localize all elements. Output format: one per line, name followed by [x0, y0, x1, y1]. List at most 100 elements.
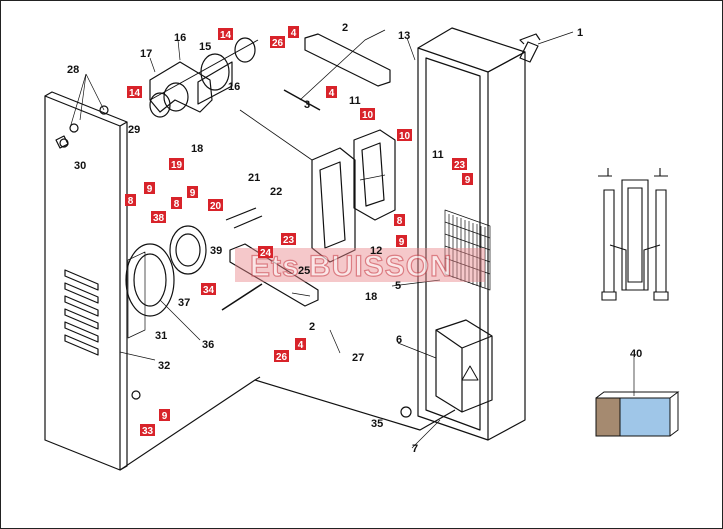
part-number-callout: 24: [258, 246, 273, 259]
part-number-callout: 9: [187, 186, 198, 199]
callout-box: [394, 214, 405, 226]
part-number-callout: 8: [125, 194, 136, 207]
fan-side-grille: [127, 251, 146, 339]
door-edge-side: [119, 122, 128, 471]
callout-text: 4: [329, 88, 335, 99]
electrical-box: [435, 319, 493, 413]
part-number-label: 18: [365, 291, 377, 303]
watermark-text: Ets BUISSON: [250, 250, 453, 283]
part-number-label: 15: [199, 41, 211, 53]
callout-text: 4: [298, 340, 304, 351]
warning-triangle: [461, 365, 479, 381]
callout-box: [169, 158, 184, 170]
part-number-label: 1: [577, 27, 583, 39]
part-number-label: 27: [352, 352, 364, 364]
part-number-label: 2: [309, 321, 315, 333]
fan-guard: [169, 225, 207, 275]
part-number-label: 7: [412, 443, 418, 455]
callout-text: 14: [129, 88, 141, 99]
foam-part-40: [595, 391, 680, 437]
callout-box: [144, 182, 155, 194]
part-number-callout: 8: [171, 197, 182, 210]
floor-outline: [119, 379, 456, 471]
callout-text: 38: [153, 213, 165, 224]
part-number-label: 25: [298, 265, 310, 277]
part-number-callout: 20: [208, 199, 223, 212]
callout-text: 19: [171, 160, 183, 171]
callout-text: 9: [147, 184, 153, 195]
callout-box: [270, 36, 285, 48]
part-number-label: 5: [395, 280, 401, 292]
part-number-callout: 4: [326, 86, 337, 99]
door-vent-slots: [64, 269, 99, 356]
callout-box: [125, 194, 136, 206]
callout-box: [208, 199, 223, 211]
part-number-label: 16: [228, 81, 240, 93]
outline-to-callout: [239, 109, 313, 161]
part-number-callout: 10: [397, 129, 412, 142]
callout-text: 23: [283, 235, 295, 246]
part-number-label: 18: [191, 143, 203, 155]
upper-rail: [304, 33, 391, 87]
watermark-band: [235, 248, 485, 282]
lower-rail: [229, 243, 319, 307]
callout-box: [218, 28, 233, 40]
callout-box: [295, 338, 306, 350]
callout-box: [274, 350, 289, 362]
callout-box: [288, 26, 299, 38]
part-number-label: 21: [248, 172, 260, 184]
callout-box: [201, 283, 216, 295]
part-number-label: 3: [304, 99, 310, 111]
part-number-callout: 9: [144, 182, 155, 195]
callout-text: 9: [465, 175, 471, 186]
callout-text: 23: [454, 160, 466, 171]
callout-box: [258, 246, 273, 258]
cabinet-handle: [519, 41, 539, 63]
part-number-callout: 34: [201, 283, 216, 296]
part-number-label: 40: [630, 348, 642, 360]
callout-box: [462, 173, 473, 185]
part-number-label: 35: [371, 418, 383, 430]
rotor-arm: [149, 61, 213, 113]
cabinet-body-side: [487, 51, 526, 441]
part-number-label: 17: [140, 48, 152, 60]
callout-box: [326, 86, 337, 98]
callout-box: [397, 129, 412, 141]
part-number-label: 16: [174, 32, 186, 44]
part-number-callout: 9: [396, 235, 407, 248]
callout-text: 20: [210, 201, 222, 212]
callout-text: 14: [220, 30, 232, 41]
callout-text: 10: [362, 110, 374, 121]
part-number-callout: 23: [281, 233, 296, 246]
part-number-label: 39: [210, 245, 222, 257]
part-number-callout: 10: [360, 108, 375, 121]
part-number-callout: 33: [140, 424, 155, 437]
callout-box: [171, 197, 182, 209]
callout-box: [187, 186, 198, 198]
callout-text: 9: [190, 188, 196, 199]
part-number-label: 28: [67, 64, 79, 76]
callout-text: 26: [272, 38, 284, 49]
callout-text: 24: [260, 248, 272, 259]
center-bracket-left: [311, 147, 356, 263]
detail-bracket-assembly: [598, 168, 669, 301]
part-number-callout: 9: [159, 409, 170, 422]
callout-box: [452, 158, 467, 170]
rotor-shaft: [149, 39, 259, 101]
callout-box: [151, 211, 166, 223]
part-number-callout: 14: [127, 86, 142, 99]
part-number-callout: 8: [394, 214, 405, 227]
callout-box: [281, 233, 296, 245]
cabinet-grille: [444, 209, 491, 291]
part-number-label: 11: [349, 95, 361, 107]
part-number-label: 29: [128, 124, 140, 136]
callout-text: 9: [162, 411, 168, 422]
center-bracket-right: [353, 129, 396, 221]
callout-box: [360, 108, 375, 120]
callout-text: 10: [399, 131, 411, 142]
callout-text: 8: [397, 216, 403, 227]
cabinet-body-top: [417, 27, 526, 73]
callout-text: 33: [142, 426, 154, 437]
